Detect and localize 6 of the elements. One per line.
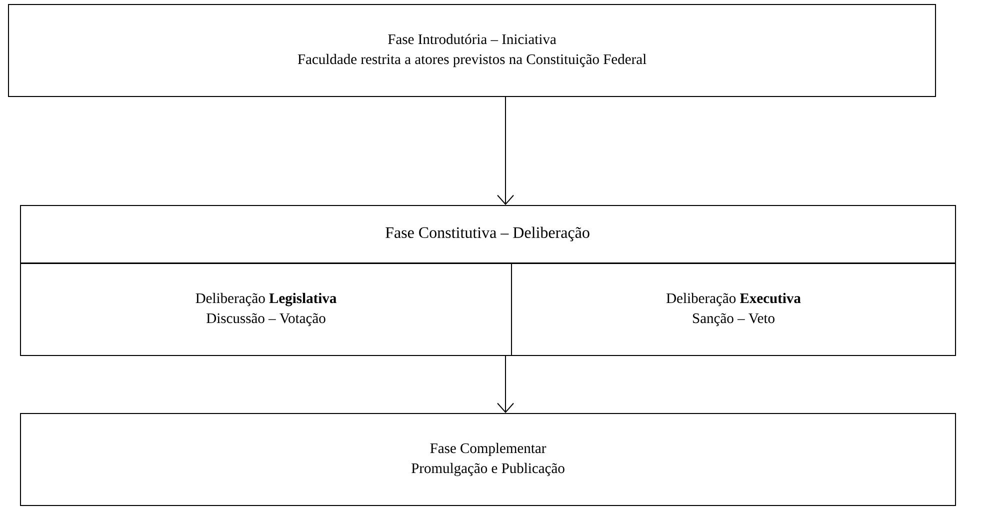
cell-box: Deliberação Executiva Sanção – Veto (511, 263, 956, 356)
cell-box: Deliberação Legislativa Discussão – Votação (20, 263, 512, 356)
arrow (497, 356, 514, 413)
arrow (497, 96, 514, 205)
phase-box: Fase Introdutória – Iniciativa Faculdade restrita a atores previstos na Constituição Federal (8, 4, 936, 97)
phase-box: Fase Complementar Promulgação e Publicação (20, 413, 956, 506)
